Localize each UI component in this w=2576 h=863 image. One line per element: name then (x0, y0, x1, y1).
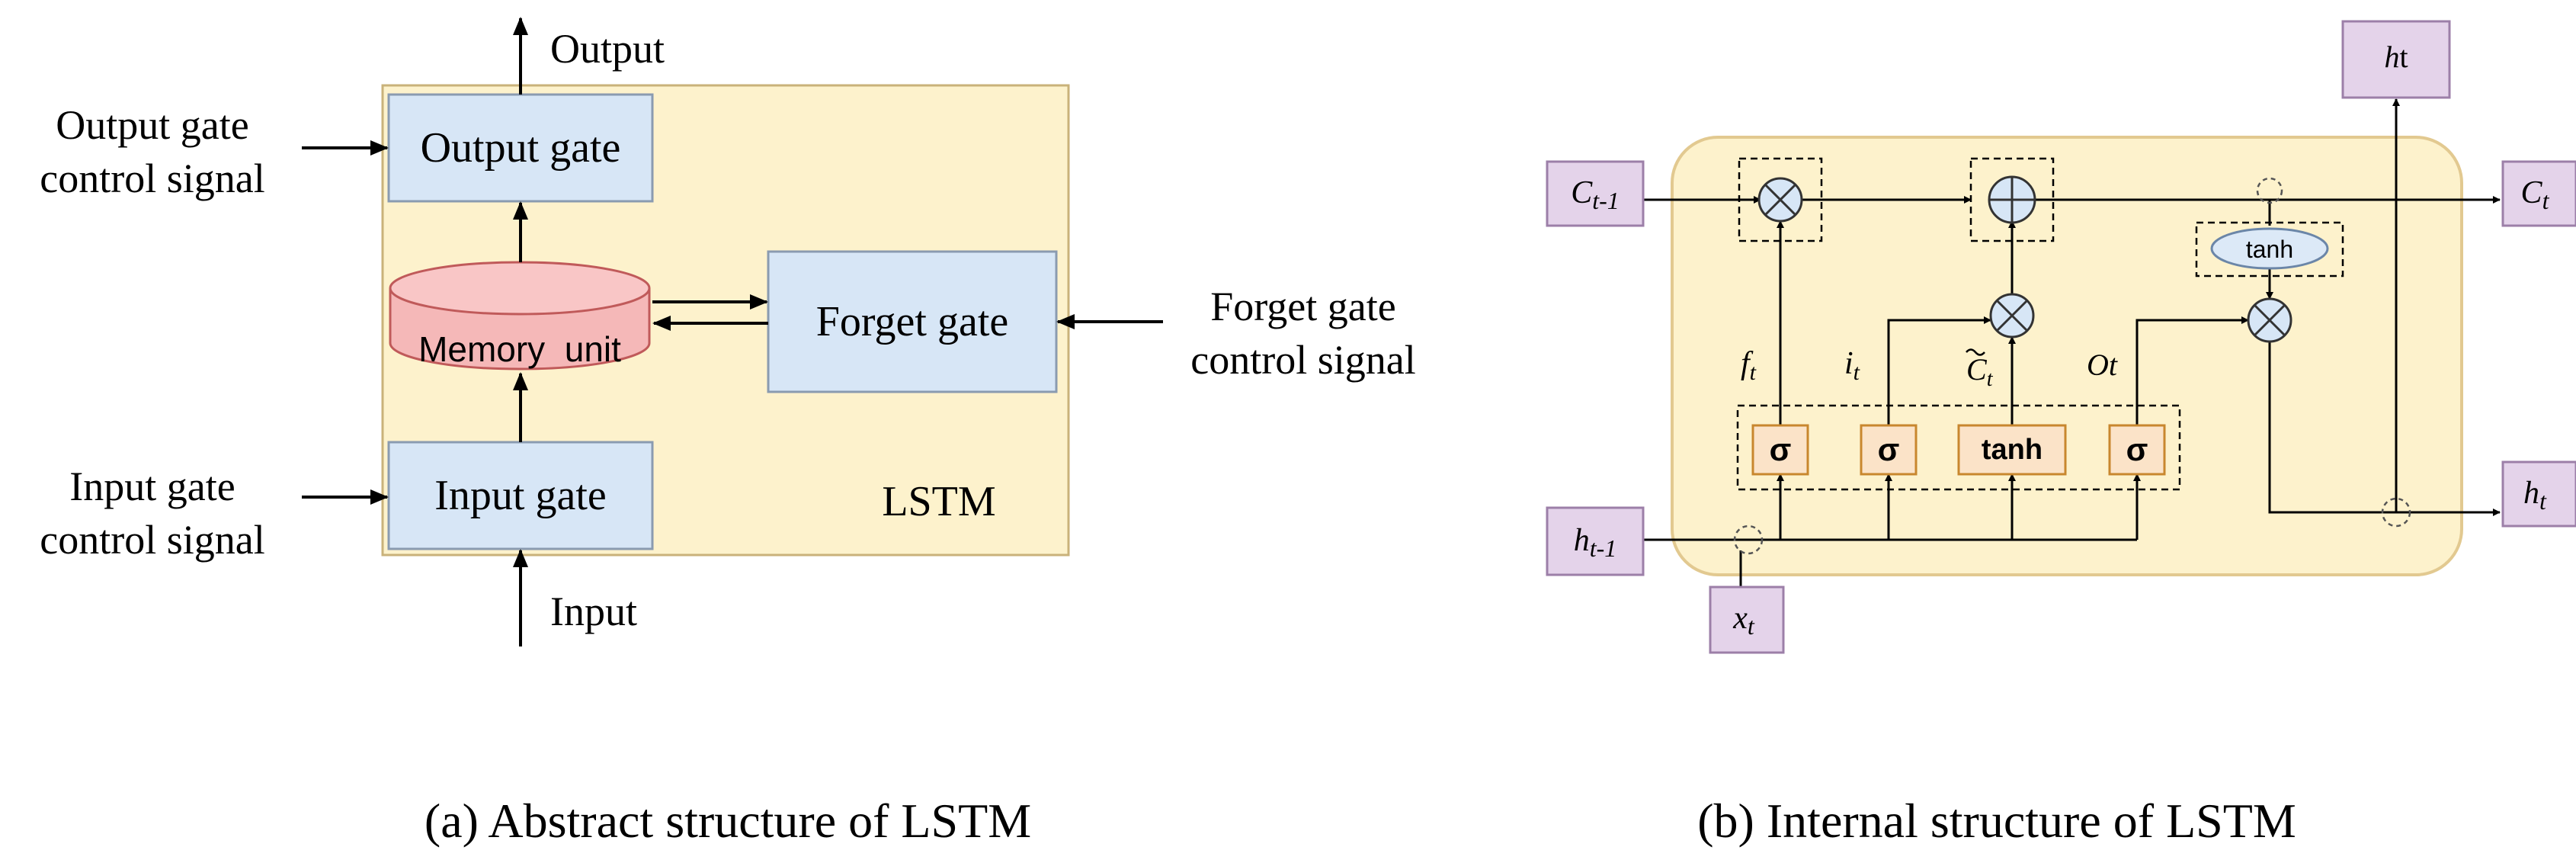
label-o-t: Ot (2087, 348, 2118, 382)
sigma-forget-label: σ (1770, 432, 1792, 467)
caption-a: (a) Abstract structure of LSTM (425, 794, 1031, 848)
box-h-t-right: ht (2501, 460, 2576, 528)
lstm-label: LSTM (882, 478, 995, 525)
input-label: Input (550, 589, 637, 634)
svg-text:Ct: Ct (2521, 175, 2550, 214)
label-i-t: it (1844, 346, 1860, 385)
panel-b-internal-structure: tanh σ σ tanh σ ft it Ct Ot Ct-1 (1546, 20, 2576, 848)
sigma-box-output (2108, 424, 2166, 476)
multiply-op-output (2247, 297, 2292, 343)
tanh-ellipse (2210, 227, 2329, 270)
caption-b: (b) Internal structure of LSTM (1697, 794, 2296, 848)
dashed-box-gates (1736, 404, 2181, 491)
add-op (1988, 175, 2036, 224)
sigma-box-forget (1751, 424, 1809, 476)
output-label: Output (550, 26, 665, 72)
memory-unit-cylinder (389, 261, 651, 371)
tanh-box-label: tanh (1982, 434, 2043, 466)
box-h-prev: ht-1 (1546, 506, 1645, 576)
input-gate-label: Input gate (434, 472, 606, 519)
box-c-prev: Ct-1 (1546, 160, 1645, 227)
svg-text:ht-1: ht-1 (1574, 523, 1617, 562)
panel-a-abstract-structure: Output gate Input gate Forget gate Memor… (40, 17, 1416, 848)
svg-text:Ct-1: Ct-1 (1571, 175, 1620, 214)
box-h-t-top: ht (2341, 20, 2451, 99)
multiply-op-forget (1757, 177, 1803, 223)
label-c-tilde: Ct (1966, 348, 1994, 391)
input-gate-signal-line1: Input gate (69, 464, 235, 509)
output-gate-signal-line1: Output gate (56, 102, 248, 148)
dashed-box-add (1969, 157, 2055, 242)
box-x-t: xt (1709, 585, 1785, 654)
svg-text:ht: ht (2523, 476, 2547, 515)
tanh-ellipse-label: tanh (2246, 236, 2293, 263)
forget-gate-signal-line1: Forget gate (1210, 284, 1395, 329)
sigma-input-label: σ (1878, 432, 1900, 467)
svg-text:ht: ht (2384, 40, 2408, 74)
sigma-output-label: σ (2126, 432, 2148, 467)
output-gate-box (387, 93, 654, 203)
tanh-box (1957, 424, 2067, 476)
dashed-box-tanh (2195, 221, 2344, 278)
input-gate-signal-line2: control signal (40, 517, 264, 563)
dashed-box-forget-mult (1738, 157, 1823, 242)
sigma-box-input (1860, 424, 1918, 476)
forget-gate-box (767, 250, 1058, 393)
forget-gate-signal-line2: control signal (1190, 337, 1415, 383)
output-gate-signal-line2: control signal (40, 156, 264, 201)
memory-unit-label: Memory unit (418, 329, 621, 369)
svg-text:xt: xt (1732, 601, 1755, 640)
output-gate-label: Output gate (421, 124, 621, 172)
box-c-t: Ct (2501, 160, 2576, 227)
multiply-op-input (1989, 293, 2035, 338)
svg-text:Ct: Ct (1966, 352, 1994, 391)
forget-gate-label: Forget gate (816, 298, 1008, 345)
